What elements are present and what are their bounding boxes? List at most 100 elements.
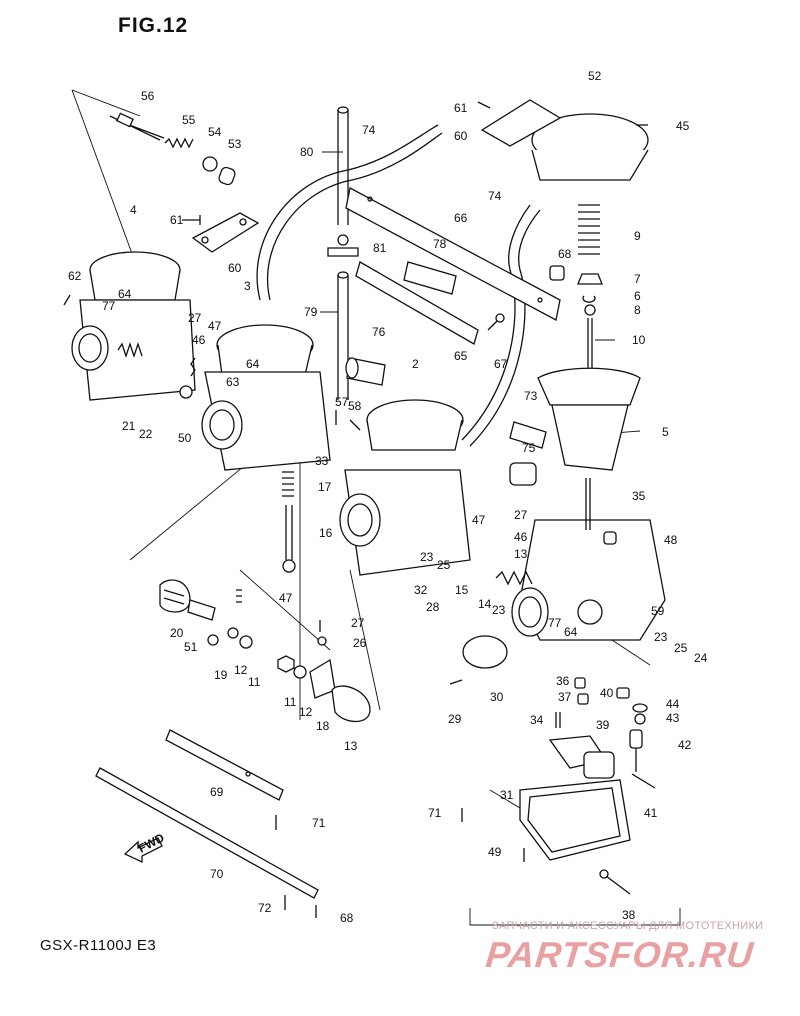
callout-7: 7: [634, 272, 641, 286]
callout-27: 27: [351, 616, 365, 630]
callout-35: 35: [632, 489, 646, 503]
callout-60: 60: [454, 129, 468, 143]
callout-12: 12: [234, 663, 248, 677]
callout-62: 62: [68, 269, 82, 283]
callout-71: 71: [312, 816, 326, 830]
callout-41: 41: [644, 806, 658, 820]
callout-75: 75: [522, 441, 536, 455]
callout-14: 14: [478, 597, 492, 611]
callout-37: 37: [558, 690, 572, 704]
callout-27: 27: [188, 311, 202, 325]
callout-48: 48: [664, 533, 678, 547]
callout-8: 8: [634, 303, 641, 317]
model-label: GSX-R1100J E3: [40, 937, 157, 954]
callout-10: 10: [632, 333, 646, 347]
callout-54: 54: [208, 125, 222, 139]
callout-63: 63: [226, 375, 240, 389]
callout-31: 31: [500, 788, 514, 802]
callout-47: 47: [208, 319, 222, 333]
callout-18: 18: [316, 719, 330, 733]
callout-59: 59: [651, 604, 665, 618]
watermark-brand: PARTSFOR.RU: [483, 934, 756, 975]
callout-25: 25: [674, 641, 688, 655]
callout-32: 32: [414, 583, 428, 597]
callout-47: 47: [279, 591, 293, 605]
callout-71: 71: [428, 806, 442, 820]
callout-67: 67: [494, 357, 508, 371]
callout-79: 79: [304, 305, 318, 319]
callout-46: 46: [192, 333, 206, 347]
callout-30: 30: [490, 690, 504, 704]
callout-45: 45: [676, 119, 690, 133]
callout-72: 72: [258, 901, 272, 915]
callout-36: 36: [556, 674, 570, 688]
callout-28: 28: [426, 600, 440, 614]
callout-26: 26: [353, 636, 367, 650]
callout-51: 51: [184, 640, 198, 654]
callout-60: 60: [228, 261, 242, 275]
callout-9: 9: [634, 229, 641, 243]
callout-56: 56: [141, 89, 155, 103]
callout-64: 64: [118, 287, 132, 301]
callout-70: 70: [210, 867, 224, 881]
callout-38: 38: [622, 908, 636, 922]
callout-77: 77: [548, 616, 562, 630]
callout-46: 46: [514, 530, 528, 544]
watermark-subtitle: ЗАПЧАСТИ И АКСЕССУАРЫ ДЛЯ МОТОТЕХНИКИ: [492, 920, 764, 932]
callout-17: 17: [318, 480, 332, 494]
callout-44: 44: [666, 697, 680, 711]
callout-68: 68: [558, 247, 572, 261]
callout-65: 65: [454, 349, 468, 363]
fwd-arrow-icon: [123, 837, 163, 864]
callout-64: 64: [246, 357, 260, 371]
callout-34: 34: [530, 713, 544, 727]
callout-50: 50: [178, 431, 192, 445]
callout-64: 64: [564, 625, 578, 639]
callout-23: 23: [492, 603, 506, 617]
callout-69: 69: [210, 785, 224, 799]
callout-11: 11: [284, 695, 297, 709]
callout-43: 43: [666, 711, 680, 725]
callout-24: 24: [694, 651, 708, 665]
callout-6: 6: [634, 289, 641, 303]
callout-27: 27: [514, 508, 528, 522]
callout-13: 13: [344, 739, 358, 753]
callout-57: 57: [335, 395, 349, 409]
callout-53: 53: [228, 137, 242, 151]
callout-61: 61: [454, 101, 468, 115]
callout-3: 3: [244, 279, 251, 293]
callout-2: 2: [412, 357, 419, 371]
callout-numbers: 5655545346160627764274746363506421228074…: [68, 69, 708, 925]
callout-16: 16: [319, 526, 333, 540]
callout-77: 77: [102, 299, 116, 313]
callout-13: 13: [514, 547, 528, 561]
callout-74: 74: [362, 123, 376, 137]
callout-52: 52: [588, 69, 602, 83]
callout-21: 21: [122, 419, 136, 433]
callout-40: 40: [600, 686, 614, 700]
callout-76: 76: [372, 325, 386, 339]
callout-78: 78: [433, 237, 447, 251]
callout-80: 80: [300, 145, 314, 159]
callout-4: 4: [130, 203, 137, 217]
callout-55: 55: [182, 113, 196, 127]
callout-39: 39: [596, 718, 610, 732]
callout-15: 15: [455, 583, 469, 597]
callout-68: 68: [340, 911, 354, 925]
callout-12: 12: [299, 705, 313, 719]
callout-19: 19: [214, 668, 228, 682]
callout-73: 73: [524, 389, 538, 403]
callout-47: 47: [472, 513, 486, 527]
part-drawings: [63, 89, 681, 926]
figure-title: FIG.12: [118, 14, 189, 37]
callout-49: 49: [488, 845, 502, 859]
callout-5: 5: [662, 425, 669, 439]
callout-23: 23: [420, 550, 434, 564]
callout-74: 74: [488, 189, 502, 203]
callout-20: 20: [170, 626, 184, 640]
callout-11: 11: [248, 675, 261, 689]
callout-25: 25: [437, 558, 451, 572]
callout-81: 81: [373, 241, 387, 255]
callout-66: 66: [454, 211, 468, 225]
